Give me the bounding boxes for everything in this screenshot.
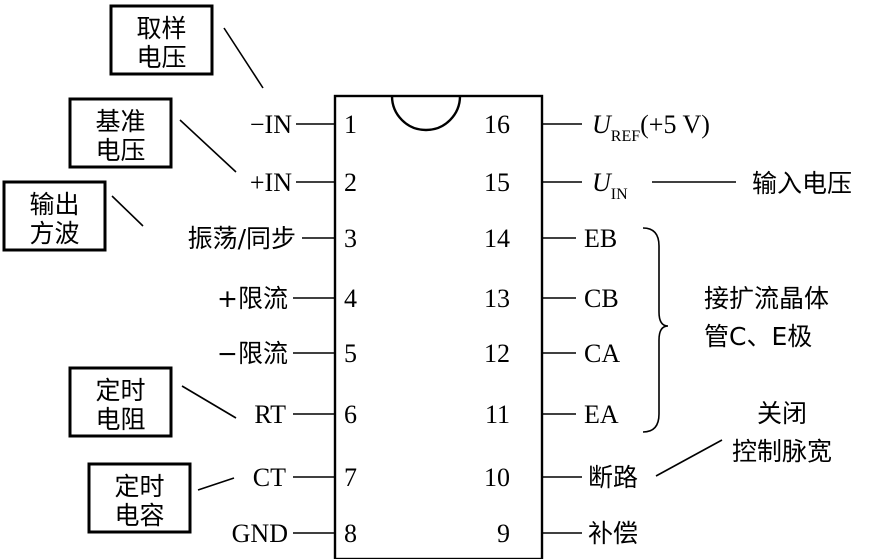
right-signal-names: UREF(+5 V) UIN EB CB CA EA 断路 补偿 <box>584 110 710 548</box>
pin-signal: 断路 <box>588 463 638 492</box>
leader-line <box>655 439 723 477</box>
pin-signal: EB <box>584 224 617 253</box>
leader-line <box>181 385 237 419</box>
pin-number: 13 <box>484 284 510 313</box>
signal-main: U <box>592 168 613 197</box>
box-reference-voltage: 基准 电压 <box>68 97 173 169</box>
pin-signal: −限流 <box>217 339 288 368</box>
label-box <box>68 366 173 438</box>
signal-sub: REF <box>611 128 640 145</box>
right-pin-lines <box>542 123 582 534</box>
pin-signal: 补偿 <box>588 519 638 548</box>
label-box <box>109 4 214 76</box>
signal-main: U <box>592 110 613 139</box>
label-box <box>2 180 107 252</box>
box-line-1: 定时 <box>95 376 145 405</box>
left-pin-numbers: 1 2 3 4 5 6 7 8 <box>344 110 357 548</box>
left-pin-lines <box>293 123 335 534</box>
label-box <box>68 97 173 169</box>
box-line-2: 电压 <box>95 136 145 165</box>
left-signal-names: −IN +IN 振荡/同步 +限流 −限流 RT CT GND <box>188 110 296 548</box>
box-output-square-wave: 输出 方波 <box>2 180 107 252</box>
pin-signal: 振荡/同步 <box>188 224 296 253</box>
pin-number: 8 <box>344 519 357 548</box>
box-timing-capacitor: 定时 电容 <box>87 462 192 534</box>
pin-signal: +IN <box>250 168 292 197</box>
pin-number: 15 <box>484 168 510 197</box>
signal-sub: IN <box>611 186 628 203</box>
annotation-transistor-line-1: 接扩流晶体 <box>704 284 829 313</box>
leader-line <box>197 477 235 491</box>
box-line-1: 输出 <box>29 190 79 219</box>
pin-number: 10 <box>484 463 510 492</box>
pin-number: 12 <box>484 339 510 368</box>
annotation-input-voltage: 输入电压 <box>752 169 852 198</box>
pin-signal: RT <box>254 400 286 429</box>
box-line-1: 基准 <box>95 107 145 136</box>
leader-line <box>111 195 144 227</box>
box-line-1: 取样 <box>136 14 186 43</box>
annotation-transistor-line-2: 管C、E极 <box>704 322 812 351</box>
pin-number: 4 <box>344 284 357 313</box>
pin-number: 3 <box>344 224 357 253</box>
box-line-2: 电阻 <box>95 405 145 434</box>
pin-number: 2 <box>344 168 357 197</box>
pin-signal: EA <box>584 400 619 429</box>
box-sample-voltage: 取样 电压 <box>109 4 214 76</box>
pin-number: 5 <box>344 339 357 368</box>
pin-signal: −IN <box>250 110 292 139</box>
box-line-2: 电容 <box>114 501 164 530</box>
pin-signal-vref: UREF(+5 V) <box>592 110 710 145</box>
pin-number: 11 <box>485 400 510 429</box>
pin-number: 9 <box>497 519 510 548</box>
box-line-2: 方波 <box>29 219 79 248</box>
pin-number: 7 <box>344 463 357 492</box>
pin-number: 16 <box>484 110 510 139</box>
box-line-1: 定时 <box>114 472 164 501</box>
leader-line <box>223 27 264 89</box>
ic-notch <box>390 95 462 132</box>
annotation-shutdown-line-2: 控制脉宽 <box>732 437 832 466</box>
annotation-shutdown-line-1: 关闭 <box>757 399 807 428</box>
pin-signal: GND <box>232 519 288 548</box>
pin-number: 14 <box>484 224 510 253</box>
pin-signal: CB <box>584 284 619 313</box>
pin-signal: CA <box>584 339 620 368</box>
leader-line <box>179 119 237 173</box>
right-pin-numbers: 16 15 14 13 12 11 10 9 <box>484 110 510 548</box>
ic-body <box>333 94 544 559</box>
pin-number: 1 <box>344 110 357 139</box>
pin-signal: +限流 <box>217 284 288 313</box>
pin-signal-vin: UIN <box>592 168 628 203</box>
pin-number: 6 <box>344 400 357 429</box>
box-line-2: 电压 <box>136 43 186 72</box>
label-box <box>87 462 192 534</box>
brace <box>642 227 669 433</box>
box-timing-resistor: 定时 电阻 <box>68 366 173 438</box>
signal-suffix: (+5 V) <box>640 110 710 139</box>
pin-signal: CT <box>253 463 286 492</box>
